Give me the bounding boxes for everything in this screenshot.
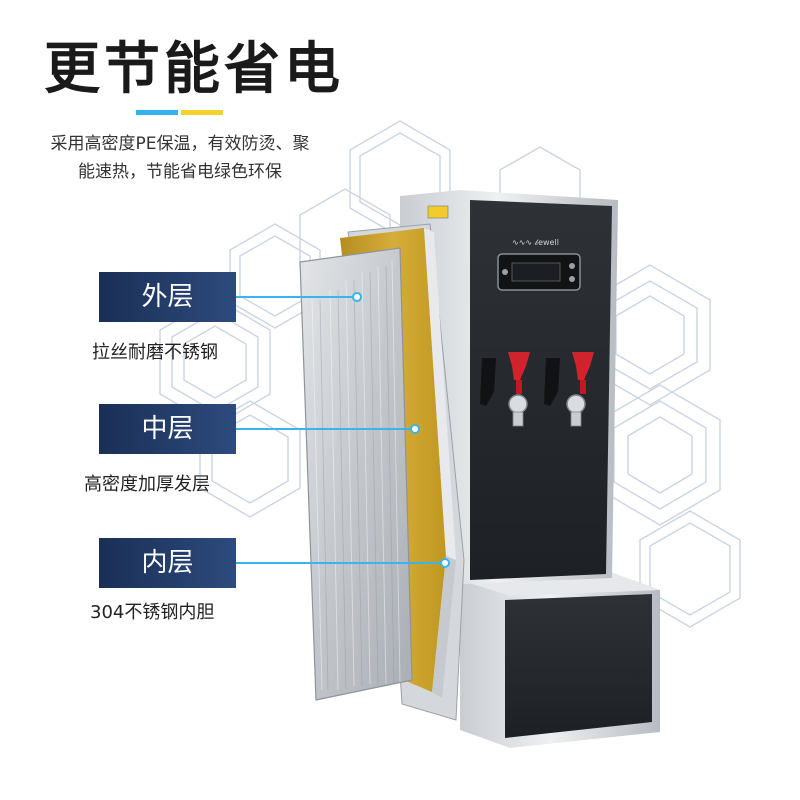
inner-layer-tag: 内层 [99, 538, 236, 588]
description-line-1: 采用高密度PE保温，有效防烫、聚 [50, 134, 310, 154]
inner-layer-pointer-line [236, 562, 444, 564]
middle-layer-tag: 中层 [99, 404, 236, 454]
svg-text:∿∿∿ 𝒷ewell: ∿∿∿ 𝒷ewell [512, 238, 559, 247]
middle-layer-description: 高密度加厚发层 [84, 474, 210, 495]
boiler-base [460, 572, 660, 748]
middle-layer-pointer-line [236, 428, 416, 430]
outer-layer-pointer-line [236, 296, 356, 298]
outer-brushed-steel-layer [299, 247, 413, 701]
title-accent-blue [136, 110, 178, 115]
middle-layer-pointer-dot [410, 424, 420, 434]
inner-layer-pointer-dot [440, 558, 450, 568]
description: 采用高密度PE保温，有效防烫、聚 能速热，节能省电绿色环保 [20, 130, 340, 186]
faucet-right [544, 352, 594, 427]
headline: 更节能省电 [44, 37, 344, 102]
outer-layer-tag: 外层 [99, 272, 236, 322]
title-accent-yellow [181, 110, 223, 115]
inner-layer-description: 304不锈钢内胆 [90, 602, 215, 623]
outer-layer-pointer-dot [352, 292, 362, 302]
outer-layer-description: 拉丝耐磨不锈钢 [92, 342, 218, 363]
description-line-2: 能速热，节能省电绿色环保 [78, 162, 282, 182]
faucet-left [480, 352, 530, 427]
